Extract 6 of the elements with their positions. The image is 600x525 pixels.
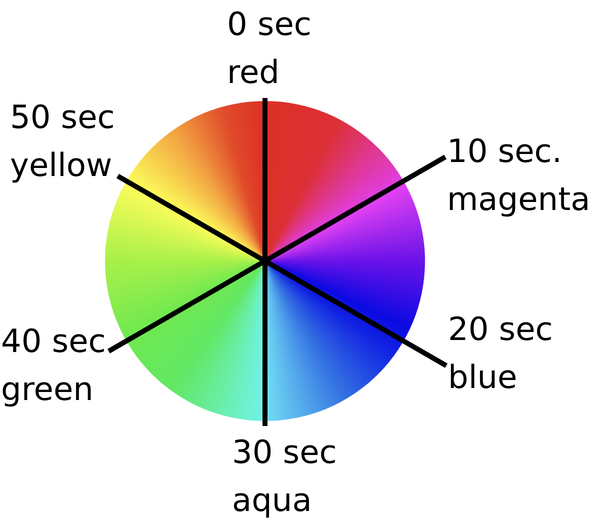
time-color-label: 30 sec aqua (232, 428, 338, 524)
time-color-label: 50 sec yellow (10, 93, 116, 189)
time-color-label: 0 sec red (227, 0, 313, 96)
time-color-label: 20 sec blue (448, 305, 554, 401)
time-color-label: 10 sec. magenta (447, 127, 592, 223)
time-color-label: 40 sec green (1, 317, 107, 413)
